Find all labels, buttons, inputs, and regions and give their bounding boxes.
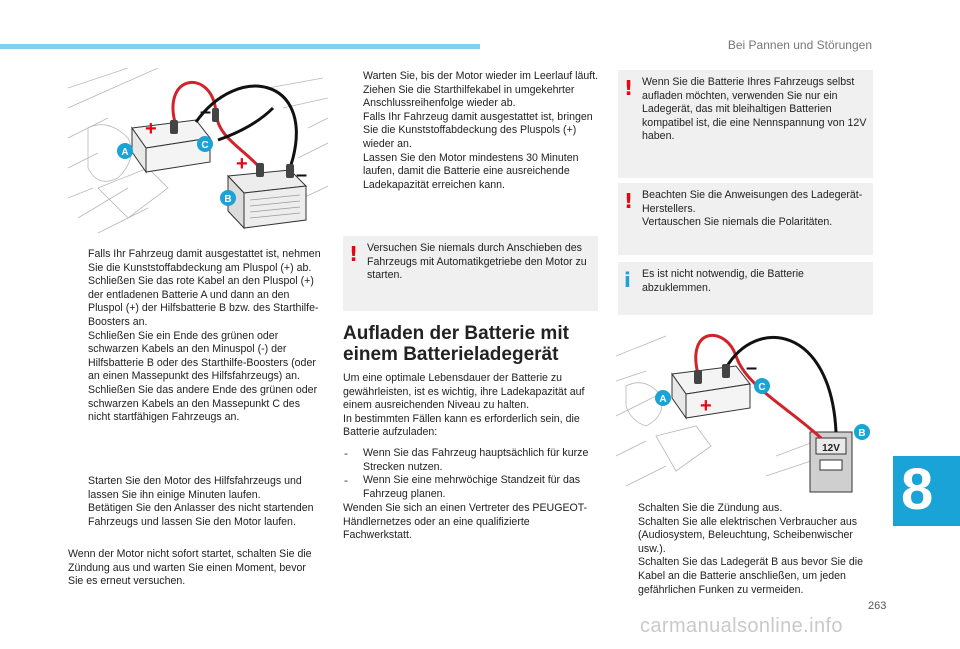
automatic-gearbox-warning: ! Versuchen Sie niemals durch Anschieben…	[343, 236, 598, 311]
list-item: Warten Sie, bis der Motor wieder im Leer…	[363, 70, 599, 82]
list-item: Starten Sie den Motor des Hilfsfahrzeugs…	[88, 475, 302, 501]
charging-reasons-list: -Wenn Sie das Fahrzeug hauptsächlich für…	[343, 447, 599, 501]
fig2-label-b: B	[858, 428, 865, 439]
fig2-marker-a	[655, 390, 671, 406]
charger-compatibility-warning: ! Wenn Sie die Batterie Ihres Fahrzeugs …	[618, 70, 873, 178]
warning-exclamation-icon: !	[349, 242, 359, 266]
jump-start-steps-list: Falls Ihr Fahrzeug damit ausgestattet is…	[68, 248, 324, 425]
charging-steps-list: Schalten Sie die Zündung aus. Schalten S…	[618, 502, 873, 597]
retry-paragraph: Wenn der Motor nicht sofort startet, sch…	[68, 548, 312, 588]
charging-heading: Aufladen der Batterie mit einem Batterie…	[343, 323, 569, 365]
list-item: Falls Ihr Fahrzeug damit ausgestattet is…	[363, 110, 593, 150]
watermark: carmanualsonline.info	[640, 615, 843, 637]
list-item: Ziehen Sie die Starthilfekabel in umgeke…	[363, 83, 575, 110]
info-i-icon: i	[624, 268, 631, 292]
fig1-minus-b: –	[296, 164, 307, 186]
fig1-label-a: A	[121, 147, 128, 158]
warning-exclamation-icon: !	[624, 76, 634, 100]
list-item: Schalten Sie alle elektrischen Verbrauch…	[638, 515, 858, 555]
list-item: Schalten Sie das Ladegerät B aus bevor S…	[638, 556, 863, 596]
charger-voltage-label: 12V	[822, 443, 840, 454]
list-item: Falls Ihr Fahrzeug damit ausgestattet is…	[88, 248, 321, 274]
fig1-label-c: C	[201, 140, 208, 151]
engine-start-steps-list: Starten Sie den Motor des Hilfsfahrzeugs…	[68, 475, 324, 529]
page-number: 263	[868, 600, 887, 612]
list-item: -Wenn Sie eine mehrwöchige Standzeit für…	[344, 474, 581, 500]
fig1-label-b: B	[224, 194, 231, 205]
list-item: Schließen Sie das rote Kabel an den Plus…	[88, 275, 319, 328]
list-item: Lassen Sie den Motor mindestens 30 Minut…	[363, 151, 579, 191]
fig1-marker-c	[197, 136, 213, 152]
disconnect-info: i Es ist nicht notwendig, die Batterie a…	[618, 262, 873, 315]
header-accent-bar	[0, 44, 480, 49]
battery-charger-illustration: + – 12V A C B	[616, 333, 870, 493]
fig2-label-c: C	[758, 382, 765, 393]
chapter-number: 8	[901, 457, 934, 522]
warning-exclamation-icon: !	[624, 189, 634, 213]
list-item: Schalten Sie die Zündung aus.	[638, 502, 783, 514]
fig2-plus: +	[700, 395, 712, 417]
fig1-marker-a	[117, 143, 133, 159]
list-item: Schließen Sie ein Ende des grünen oder s…	[88, 329, 316, 383]
charging-intro: Um eine optimale Lebensdauer der Batteri…	[343, 372, 585, 439]
finish-steps-list: Warten Sie, bis der Motor wieder im Leer…	[343, 70, 599, 192]
dealer-paragraph: Wenden Sie sich an einen Vertreter des P…	[343, 502, 588, 542]
list-item: -Wenn Sie das Fahrzeug hauptsächlich für…	[344, 447, 589, 473]
fig1-plus-b: +	[236, 153, 248, 175]
list-item: Schließen Sie das andere Ende des grünen…	[88, 383, 318, 424]
fig2-minus: –	[746, 357, 757, 379]
fig1-plus-a: +	[145, 118, 157, 140]
fig1-marker-b	[220, 190, 236, 206]
section-title: Bei Pannen und Störungen	[727, 38, 872, 52]
fig1-minus-a: –	[200, 101, 211, 123]
fig2-marker-b	[854, 424, 870, 440]
chapter-tab: 8	[893, 456, 960, 526]
polarity-warning: ! Beachten Sie die Anweisungen des Ladeg…	[618, 183, 873, 255]
list-item: Betätigen Sie den Anlasser des nicht sta…	[88, 502, 314, 528]
jump-start-illustration: + + – – A C B	[68, 68, 328, 234]
fig2-label-a: A	[659, 394, 666, 405]
fig2-marker-c	[754, 378, 770, 394]
